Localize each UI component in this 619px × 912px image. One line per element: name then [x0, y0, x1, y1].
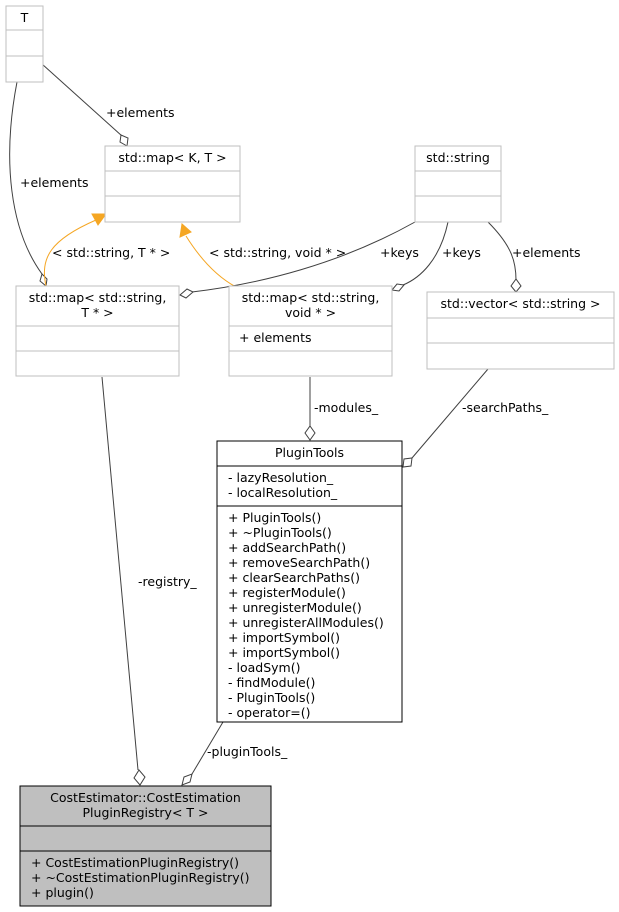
- edge-registry: [101, 376, 139, 771]
- template-arrowhead: [91, 213, 107, 226]
- edge-t-map-string-t: [9, 81, 43, 275]
- class-attribute: + elements: [239, 330, 312, 345]
- class-method: + importSymbol(): [228, 645, 340, 660]
- edge-label: +keys: [442, 245, 481, 260]
- class-title: void * >: [285, 305, 336, 320]
- class-title: CostEstimator::CostEstimation: [50, 790, 241, 805]
- template-edge-string-t: [43, 219, 97, 287]
- class-method: + importSymbol(): [228, 630, 340, 645]
- class-std-map-string-void[interactable]: std::map< std::string, void * > + elemen…: [228, 285, 393, 377]
- aggregation-diamond: [391, 283, 405, 292]
- class-method: + removeSearchPath(): [228, 555, 370, 570]
- class-method: - loadSym(): [228, 660, 300, 675]
- class-title: std::map< K, T >: [118, 150, 226, 165]
- template-edge-string-void: [185, 235, 237, 288]
- class-method: + CostEstimationPluginRegistry(): [31, 855, 239, 870]
- class-title: std::map< std::string,: [242, 290, 380, 305]
- class-attribute: - lazyResolution_: [228, 470, 334, 485]
- class-method: + plugin(): [31, 885, 94, 900]
- class-title: PluginTools: [275, 445, 344, 460]
- aggregation-diamond: [304, 425, 316, 441]
- class-method: - findModule(): [228, 675, 315, 690]
- edge-label: < std::string, void * >: [209, 245, 346, 260]
- class-method: + PluginTools(): [228, 510, 321, 525]
- edge-label: +elements: [512, 245, 581, 260]
- class-method: + addSearchPath(): [228, 540, 346, 555]
- class-method: - operator=(): [228, 705, 310, 720]
- edge-label: +keys: [380, 245, 419, 260]
- class-method: + ~PluginTools(): [228, 525, 332, 540]
- class-method: + unregisterAllModules(): [228, 615, 384, 630]
- aggregation-diamond: [402, 457, 413, 468]
- edge-plugin-tools: [191, 721, 224, 775]
- edge-labels: +elements +elements < std::string, T * >…: [20, 105, 581, 759]
- aggregation-diamond: [119, 134, 129, 147]
- class-method: - PluginTools(): [228, 690, 315, 705]
- class-method: + clearSearchPaths(): [228, 570, 360, 585]
- class-std-map-k-t[interactable]: std::map< K, T >: [104, 145, 241, 223]
- edge-label: +elements: [20, 175, 89, 190]
- class-attribute: - localResolution_: [228, 485, 338, 500]
- class-title: T: [20, 10, 29, 25]
- class-std-string[interactable]: std::string: [414, 145, 502, 223]
- class-std-map-string-t[interactable]: std::map< std::string, T * >: [15, 285, 180, 377]
- aggregation-diamond: [510, 278, 522, 293]
- edge-label: < std::string, T * >: [52, 245, 170, 260]
- class-title: std::map< std::string,: [29, 290, 167, 305]
- edge-label: -modules_: [314, 400, 379, 415]
- aggregation-diamond: [179, 288, 194, 299]
- class-title: PluginRegistry< T >: [83, 805, 209, 820]
- class-plugin-tools[interactable]: PluginTools - lazyResolution_ - localRes…: [216, 440, 403, 723]
- edge-string-vector: [487, 221, 517, 281]
- class-method: + registerModule(): [228, 585, 346, 600]
- edge-label: -registry_: [138, 574, 197, 589]
- class-method: + ~CostEstimationPluginRegistry(): [31, 870, 249, 885]
- aggregation-diamond: [133, 769, 146, 786]
- template-arrowhead: [179, 223, 192, 238]
- class-cost-estimation-plugin-registry[interactable]: CostEstimator::CostEstimation PluginRegi…: [19, 785, 272, 907]
- class-title: std::string: [426, 150, 490, 165]
- edge-t-map-kt: [41, 63, 123, 137]
- edge-search-paths: [411, 368, 489, 459]
- class-t[interactable]: T: [5, 5, 44, 83]
- edge-label: +elements: [106, 105, 175, 120]
- class-title: std::vector< std::string >: [441, 296, 601, 311]
- edge-string-map-string-t: [191, 221, 416, 293]
- class-title: T * >: [80, 305, 113, 320]
- class-std-vector-string[interactable]: std::vector< std::string >: [426, 291, 615, 370]
- edge-label: -pluginTools_: [207, 744, 288, 759]
- edge-string-map-string-void: [402, 221, 449, 286]
- class-method: + unregisterModule(): [228, 600, 362, 615]
- edge-label: -searchPaths_: [462, 400, 549, 415]
- aggregation-diamond: [181, 773, 193, 786]
